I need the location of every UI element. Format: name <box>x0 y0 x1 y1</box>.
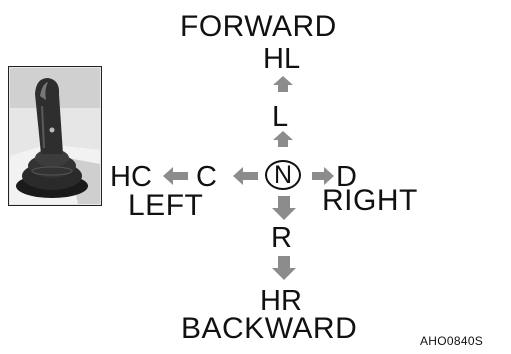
c-label: C <box>196 161 217 193</box>
arrow-right-icon <box>312 167 334 185</box>
d-label: D <box>336 161 357 193</box>
hl-label: HL <box>263 43 301 75</box>
left-label: LEFT <box>128 189 204 222</box>
arrow-up-icon <box>273 131 293 147</box>
hr-label: HR <box>260 285 302 317</box>
right-label: RIGHT <box>322 184 418 217</box>
hc-label: HC <box>110 161 152 193</box>
arrow-down-icon <box>272 196 296 220</box>
forward-label: FORWARD <box>180 10 337 43</box>
backward-label: BACKWARD <box>181 312 358 345</box>
arrow-left-icon <box>163 167 188 185</box>
arrow-down-icon <box>272 256 296 280</box>
neutral-label: N <box>273 160 293 189</box>
figure-code: AHO0840S <box>420 334 484 348</box>
l-label: L <box>272 101 289 133</box>
neutral-circle: N <box>265 160 301 190</box>
arrow-up-icon <box>273 76 293 92</box>
arrow-left-icon <box>233 167 258 185</box>
r-label: R <box>271 222 292 254</box>
joystick-photo <box>8 66 102 206</box>
